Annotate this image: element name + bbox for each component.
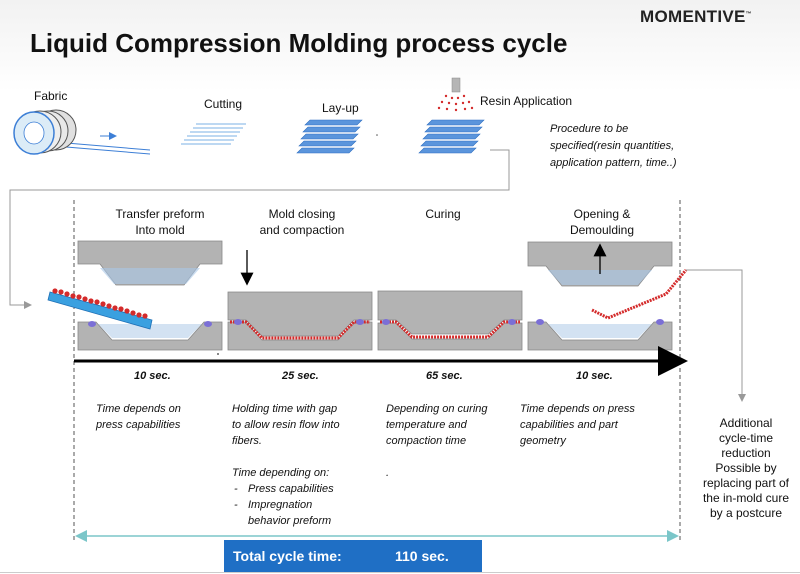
stage3-time: 65 sec. [426,370,463,382]
resin-application-label: Resin Application [480,94,573,108]
fabric-label: Fabric [34,89,68,103]
stage3-note: Depending on curing temperature and comp… [386,403,488,479]
stage2-time: 25 sec. [282,370,319,382]
stage2-title: Mold closing and compaction [259,207,345,237]
stage3-mold [377,290,523,351]
cut-plies-icon [181,123,246,145]
stage4-note: Time depends on press capabilities and p… [520,403,635,447]
stage1-title: Transfer preform Into mold [115,207,205,237]
stage1-time: 10 sec. [134,370,171,382]
stage1-note: Time depends on press capabilities [96,403,181,431]
footer-divider [0,572,800,573]
stage4-title: Opening & Demoulding [569,207,635,237]
total-cycle-time-box: Total cycle time: 110 sec. [224,540,482,572]
fabric-roll-icon [13,109,151,155]
total-value: 110 sec. [395,548,449,564]
stage4-mold [527,241,688,351]
stage4-time: 10 sec. [576,370,613,382]
momentive-logo: MOMENTIVE™ [640,7,752,26]
title-band [0,0,800,92]
procedure-note: Procedure to be specified(resin quantiti… [550,123,677,169]
total-label: Total cycle time: [233,548,342,564]
layup-label: Lay-up [322,101,359,115]
stage2-factor-list: Press capabilities Impregnation behavior… [232,481,340,529]
resin-application-icon [418,77,485,154]
cutting-label: Cutting [204,97,243,111]
flow-connector [9,149,510,309]
stage2-mold [227,250,373,351]
stage1-mold [47,240,223,351]
slide-title: Liquid Compression Molding process cycle [30,28,568,58]
layup-stack-icon [296,119,363,154]
stage2-note: Holding time with gap to allow resin flo… [232,401,340,529]
postcure-note: Additional cycle-time reduction Possible… [702,416,790,520]
stage3-title: Curing [425,207,461,221]
side-note-connector [686,269,746,402]
